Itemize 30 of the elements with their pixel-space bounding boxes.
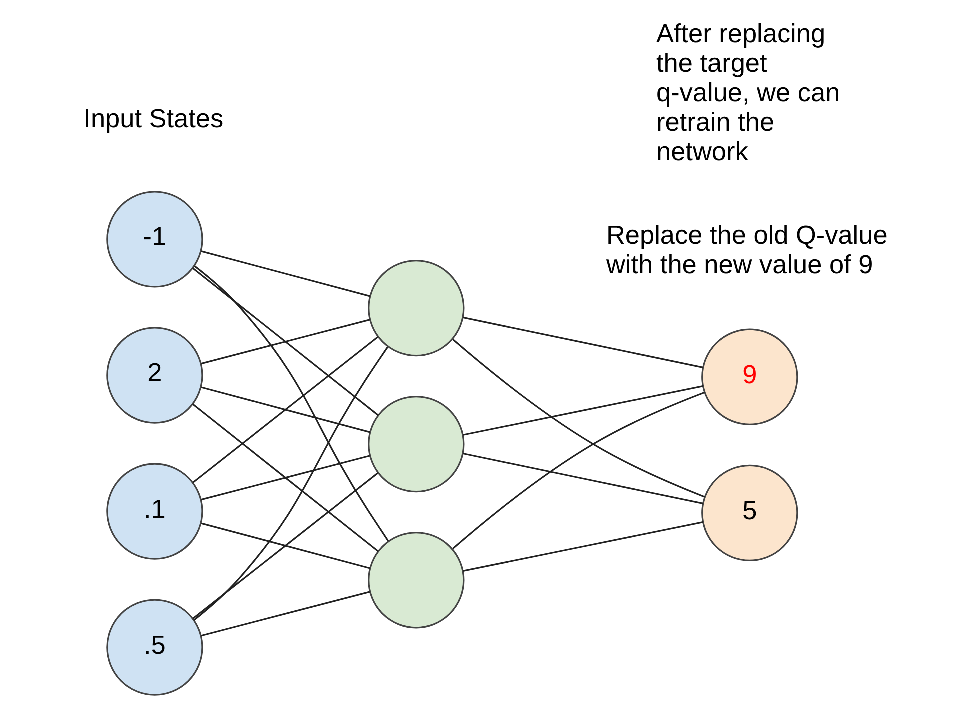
connector [462, 452, 703, 505]
node-circle [368, 396, 464, 493]
node-circle: 9 [701, 328, 798, 426]
label: Input States [83, 104, 224, 134]
connector [192, 404, 378, 552]
connector [452, 392, 705, 550]
connector [192, 472, 378, 620]
connector [462, 386, 703, 436]
connector [200, 319, 370, 365]
connector [200, 250, 370, 298]
connector [194, 266, 389, 542]
connector [200, 455, 370, 501]
connector [192, 336, 378, 484]
connector [200, 386, 370, 434]
node-circle: .1 [106, 463, 203, 560]
connector [200, 522, 370, 570]
connector [193, 346, 388, 621]
node-circle [368, 532, 464, 629]
label: After replacing the target q-value, we can retrain the network [656, 18, 840, 166]
connector [200, 591, 370, 637]
node-circle: 2 [106, 327, 203, 424]
node-circle: .5 [106, 599, 203, 696]
node-circle: -1 [106, 191, 203, 288]
node-circle [368, 260, 464, 357]
connector [462, 316, 703, 368]
connector [462, 522, 703, 572]
connector [192, 268, 378, 416]
label: Replace the old Q-value with the new value of 9 [606, 220, 888, 280]
node-circle: 5 [701, 464, 798, 562]
connector [452, 339, 705, 498]
